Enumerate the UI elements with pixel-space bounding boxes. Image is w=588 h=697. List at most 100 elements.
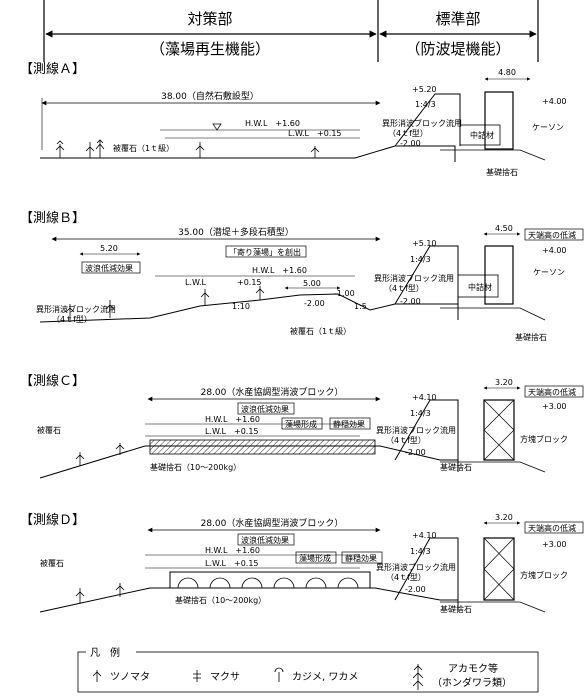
section-d-title: 【測線Ｄ】: [20, 512, 85, 528]
akamoku-icon: [412, 664, 424, 690]
section-c-width-label: 28.00（水産協調型消波ブロック）: [201, 386, 344, 398]
legend-akamoku: アカモク等: [448, 662, 498, 675]
section-c-cover-stone: 被覆石: [37, 425, 61, 435]
left-section-title: 対策部: [187, 10, 232, 28]
section-d-block-row: [169, 571, 371, 589]
section-b-wave-effect: 波浪低減効果: [85, 263, 133, 273]
right-section-subtitle: （防波堤機能）: [405, 40, 510, 58]
section-d-width-label: 28.00（水産協調型消波ブロック）: [201, 517, 344, 529]
section-d-seaweed-form: 藻場形成: [299, 553, 331, 563]
section-a-fill: 中詰材: [470, 130, 494, 140]
section-c-block: 異形消波ブロック流用: [376, 425, 456, 435]
section-d-top-width: 3.20: [495, 513, 513, 522]
section-c: 【測線Ｃ】 28.00（水産協調型消波ブロック） 波浪低減効果 H.W.L +1…: [20, 373, 584, 479]
section-c-crest-reduce: 天端高の低減: [528, 387, 576, 397]
section-c-right-level: +3.00: [542, 402, 567, 411]
section-b-block-left-type: （4ｔf型）: [52, 315, 92, 324]
section-a-mound: 基礎捨石: [486, 167, 518, 177]
section-a-seaweed-icons: [55, 139, 320, 158]
section-a-cover-stone: 被覆石（1ｔ級）: [113, 143, 174, 153]
section-b-width-500: 5.00: [303, 279, 321, 288]
section-b-slope: 1:4/3: [410, 255, 431, 264]
section-b-level-m200: -2.00: [304, 299, 325, 308]
section-b-right-level: +4.00: [542, 246, 567, 255]
section-b-seagrass: 「寄り藻場」を創出: [229, 247, 301, 257]
left-section-subtitle: （藻場再生機能）: [150, 40, 270, 58]
section-a-slope: 1:4/3: [415, 100, 436, 109]
section-b-toe: -2.00: [400, 297, 421, 306]
section-b-title: 【測線Ｂ】: [20, 210, 85, 226]
section-a-top-width: 4.80: [498, 68, 516, 77]
section-b-fill: 中詰材: [468, 282, 492, 292]
section-c-wave-effect: 波浪低減効果: [241, 404, 289, 414]
section-c-seaweed-icons: [75, 443, 125, 466]
section-b-slope-10: 1:10: [232, 302, 250, 311]
legend-title: 凡 例: [90, 646, 120, 659]
section-d-toe: -2.00: [405, 585, 426, 594]
section-d-mound: 基礎捨石: [440, 604, 472, 614]
section-a-hwl: H.W.L +1.60: [245, 119, 300, 128]
kajime-icon: [274, 667, 284, 682]
section-c-calm-effect: 静穏効果: [333, 419, 365, 429]
section-d-mound-left: 基礎捨石（10～200kg）: [175, 595, 266, 605]
section-c-hwl: H.W.L +1.60: [205, 415, 260, 424]
section-c-lwl: L.W.L +0.15: [205, 427, 259, 436]
section-b-width-label: 35.00（潜堤＋多段石積型）: [178, 226, 294, 238]
section-d-block-type: （4ｔf型）: [386, 573, 426, 582]
header: 対策部 （藻場再生機能） 標準部 （防波堤機能）: [43, 0, 539, 62]
legend-tsunomata: ツノマタ: [110, 671, 150, 683]
section-a-toe: -2.00: [400, 139, 421, 148]
legend-kajime: カジメ, ワカメ: [292, 671, 358, 683]
section-c-mound: 基礎捨石: [440, 462, 472, 472]
section-d-block: 異形消波ブロック流用: [376, 562, 456, 572]
section-d-cover-stone: 被覆石: [40, 558, 64, 568]
section-c-toe: -2.00: [405, 448, 426, 457]
section-d-slope: 1:4/3: [410, 547, 431, 556]
section-d-crest: +4.10: [412, 531, 437, 540]
section-b: 【測線Ｂ】 35.00（潜堤＋多段石積型） 5.20 波浪低減効果 「寄り藻場」…: [20, 210, 584, 342]
section-d-square-block: 方塊ブロック: [520, 570, 568, 580]
section-b-level-m100: -1.00: [334, 289, 355, 298]
section-b-cover-stone: 被覆石（1ｔ級）: [290, 326, 351, 336]
section-c-slope: 1:4/3: [410, 409, 431, 418]
section-d-crest-reduce: 天端高の低減: [528, 523, 576, 533]
section-a-caisson: ケーソン: [532, 123, 564, 132]
section-d-calm-effect: 静穏効果: [345, 553, 377, 563]
legend-akamoku-sub: （ホンダワラ類）: [432, 676, 512, 689]
section-a-title: 【測線Ａ】: [20, 61, 85, 77]
section-a-right-level: +4.00: [542, 97, 567, 106]
section-a-lwl: L.W.L +0.15: [288, 129, 342, 138]
section-c-seaweed-form: 藻場形成: [285, 419, 317, 429]
section-b-lwl-value: +0.15: [237, 278, 262, 287]
section-a: 【測線Ａ】 38.00（自然石敷設型） H.W.L +1.60 L.W.L +0…: [20, 61, 567, 177]
section-d-lwl: L.W.L +0.15: [205, 559, 259, 568]
section-b-crest: +5.10: [412, 239, 437, 248]
section-b-mound: 基礎捨石: [515, 332, 547, 342]
legend-makusa: マクサ: [210, 671, 240, 683]
section-c-crest: +4.10: [412, 393, 437, 402]
section-b-crest-reduce: 天端高の低減: [528, 230, 576, 240]
section-a-block: 異形消波ブロック流用: [382, 118, 462, 128]
section-b-block: 異形消波ブロック流用: [374, 273, 454, 283]
section-c-square-block: 方塊ブロック: [520, 434, 568, 444]
section-b-slope-5: 1:5: [354, 302, 367, 311]
section-a-crest: +5.20: [412, 85, 437, 94]
section-c-title: 【測線Ｃ】: [20, 373, 85, 389]
section-d-right-level: +3.00: [542, 540, 567, 549]
section-c-block-row: [149, 439, 376, 455]
section-b-hwl: H.W.L +1.60: [252, 266, 307, 275]
section-c-mound-left: 基礎捨石（10～200kg）: [150, 462, 241, 472]
makusa-icon: [193, 670, 201, 682]
hwl-marker-icon: [212, 123, 222, 131]
section-b-block-left: 異形消波ブロック流用: [36, 304, 116, 314]
section-a-block-type: （4ｔf型）: [388, 129, 428, 138]
section-b-lwl-label: L.W.L: [185, 278, 207, 287]
section-d: 【測線Ｄ】 28.00（水産協調型消波ブロック） 波浪低減効果 H.W.L +1…: [20, 512, 584, 614]
section-b-seaweed-icons: [65, 286, 265, 320]
section-b-caisson: ケーソン: [533, 268, 565, 277]
section-a-width-label: 38.00（自然石敷設型）: [161, 90, 259, 102]
section-b-top-width: 4.50: [495, 224, 513, 233]
right-section-title: 標準部: [435, 10, 480, 28]
tsunomata-icon: [92, 670, 102, 682]
